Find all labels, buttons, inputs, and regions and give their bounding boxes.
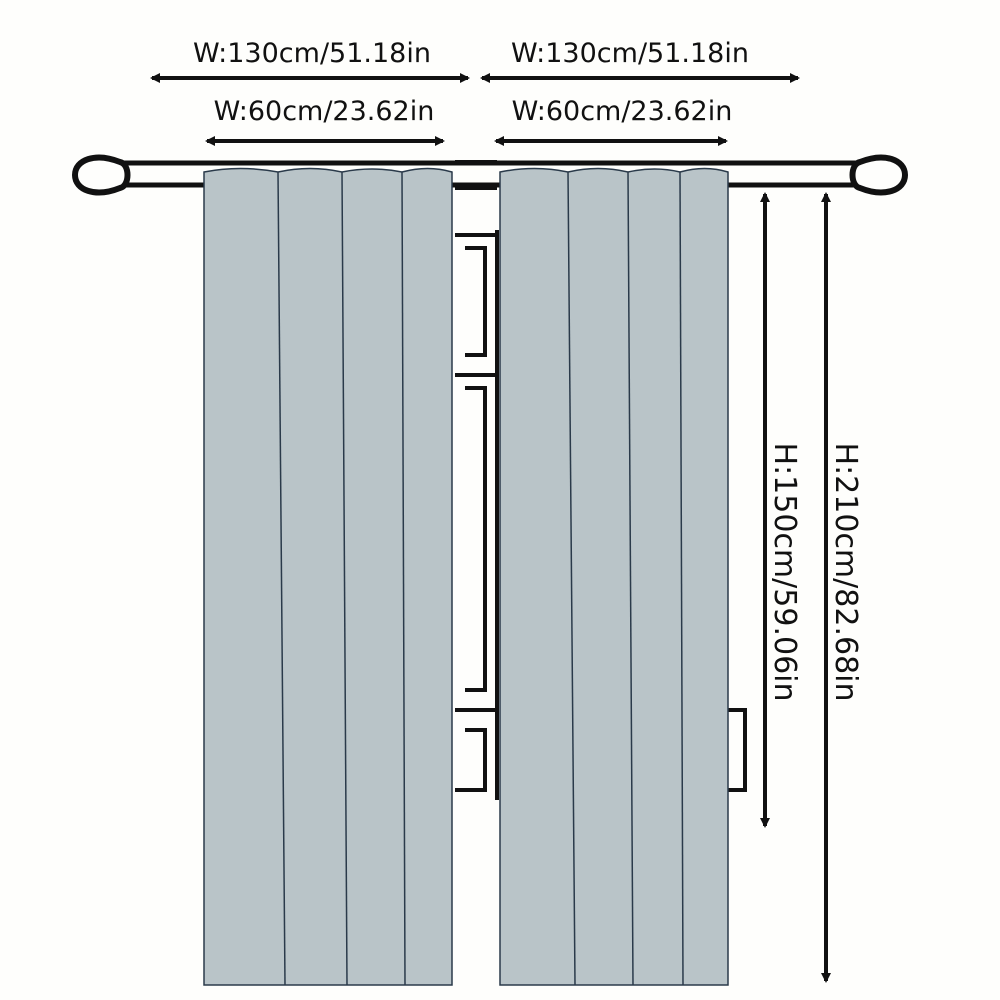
height-short-label: H:150cm/59.06in bbox=[767, 443, 802, 702]
total-width-label-right: W:130cm/51.18in bbox=[511, 38, 749, 69]
window-frame bbox=[455, 230, 747, 800]
total-width-label-left: W:130cm/51.18in bbox=[193, 38, 431, 69]
curtain-rod bbox=[71, 154, 909, 196]
height-long-label: H:210cm/82.68in bbox=[828, 443, 863, 702]
right-curtain-panel bbox=[499, 167, 729, 986]
panel-width-label-left: W:60cm/23.62in bbox=[214, 96, 435, 127]
left-curtain-panel bbox=[203, 167, 453, 986]
rod-finial-left bbox=[71, 154, 131, 196]
panel-width-label-right: W:60cm/23.62in bbox=[512, 96, 733, 127]
rod-finial-right bbox=[849, 154, 909, 196]
